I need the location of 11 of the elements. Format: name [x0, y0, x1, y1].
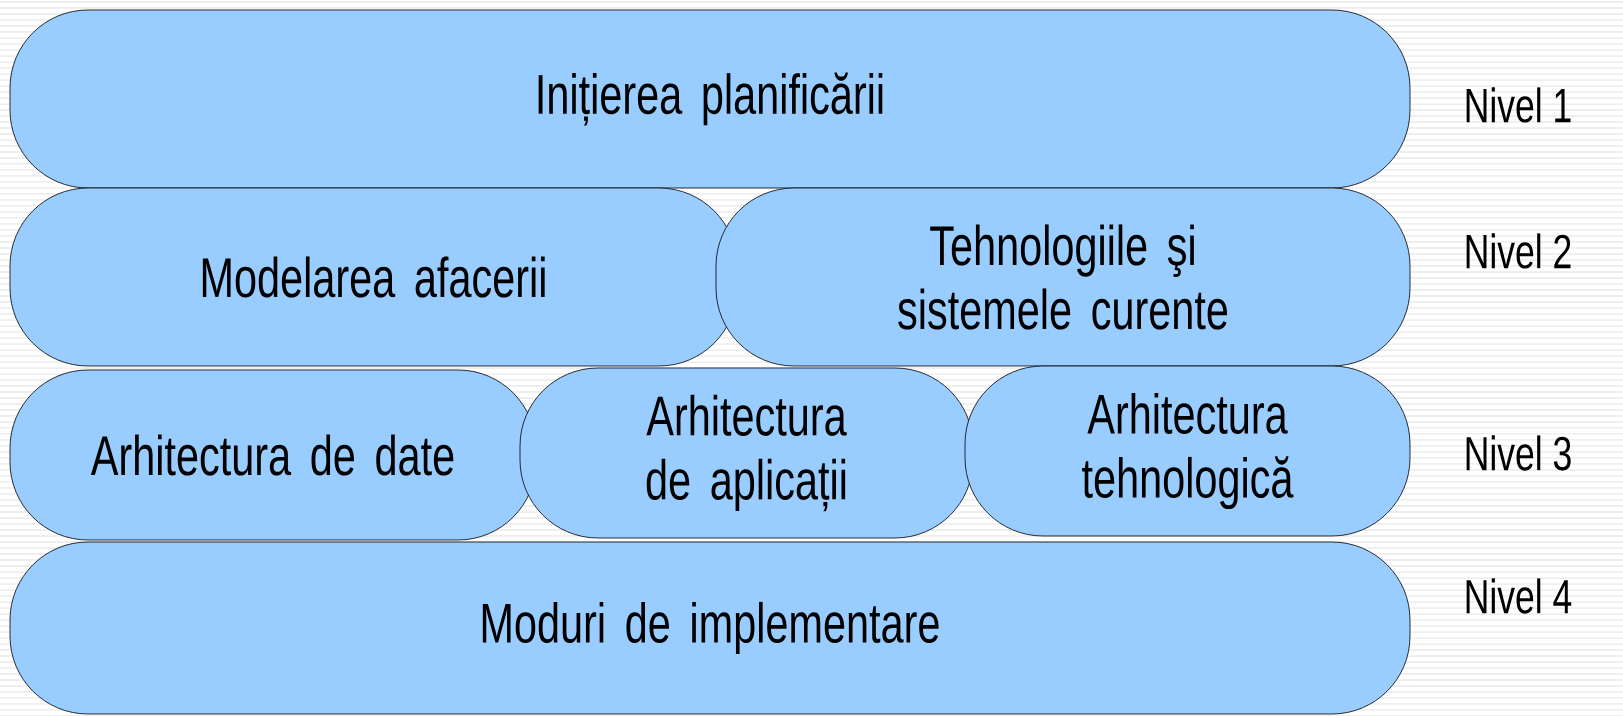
rounded-box: Arhitectura tehnologică [964, 365, 1411, 537]
rounded-box: Tehnologiile şi sistemele curente [715, 187, 1411, 367]
level-label: Nivel 1 [1466, 87, 1571, 123]
rounded-box: Arhitectura de aplicații [519, 367, 974, 539]
rounded-box: Moduri de implementare [9, 541, 1411, 715]
rounded-box: Inițierea planificării [9, 9, 1411, 189]
rounded-box: Arhitectura de date [9, 369, 537, 541]
rounded-box: Modelarea afacerii [9, 187, 738, 367]
level-label: Nivel 3 [1466, 435, 1571, 471]
level-label: Nivel 2 [1466, 233, 1571, 269]
level-label: Nivel 4 [1466, 578, 1572, 614]
